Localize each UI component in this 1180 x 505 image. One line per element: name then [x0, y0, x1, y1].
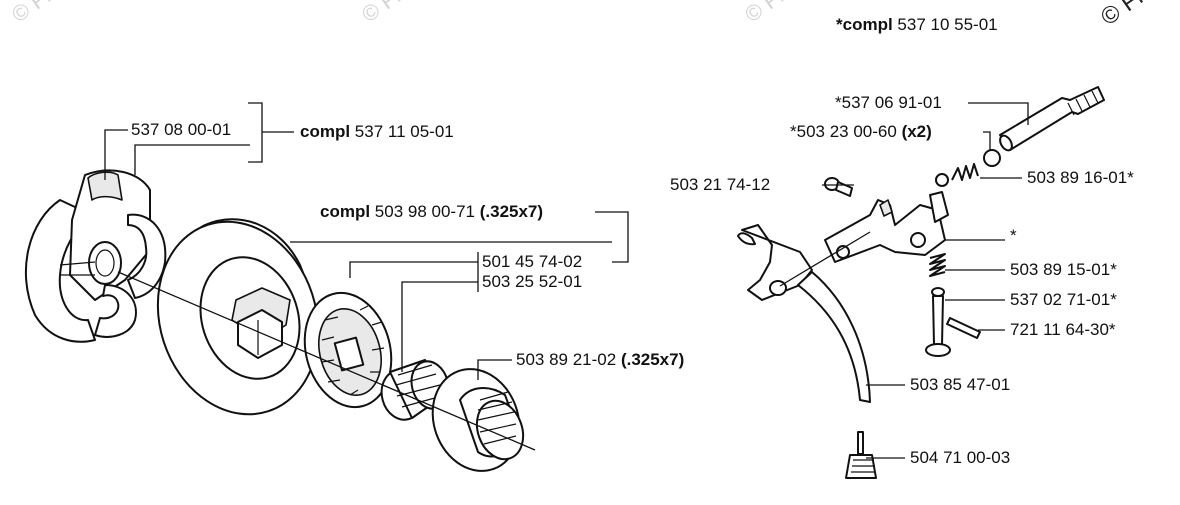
leader-lines-left	[104, 102, 629, 380]
label-501-45-74-02: 501 45 74-02	[482, 252, 583, 271]
label-504-71-00-03: 504 71 00-03	[910, 448, 1011, 467]
label-compl-537-10-55-01: *compl 537 10 55-01	[836, 15, 998, 34]
assembly-axis	[779, 231, 871, 287]
pin-shaft	[925, 287, 981, 357]
label-compl-537-11-05-01: compl 537 11 05-01	[300, 122, 454, 141]
label-537-08-00-01: 537 08 00-01	[131, 120, 232, 139]
choke-rod	[999, 86, 1105, 152]
label-537-06-91-01: *537 06 91-01	[835, 93, 942, 112]
label-compl-503-98-00-71: compl 503 98 00-71 (.325x7)	[320, 202, 544, 221]
throttle-trigger	[737, 224, 871, 403]
label-721-11-64-30: 721 11 64-30*	[1010, 320, 1116, 339]
label-503-21-74-12: 503 21 74-12	[670, 175, 771, 194]
assembly-axis	[117, 271, 536, 451]
spring	[951, 163, 979, 181]
label-503-89-16-01: 503 89 16-01*	[1027, 168, 1134, 187]
needle-bearing	[380, 359, 450, 421]
lever-bracket	[824, 191, 949, 263]
washer	[935, 173, 949, 187]
label-asterisk: *	[1010, 226, 1017, 245]
screw	[824, 177, 853, 197]
knob	[845, 431, 877, 479]
label-503-25-52-01: 503 25 52-01	[482, 272, 583, 291]
label-537-02-71-01: 537 02 71-01*	[1010, 290, 1117, 309]
spring	[929, 253, 946, 277]
clutch-shoe	[24, 169, 167, 343]
label-503-85-47-01: 503 85 47-01	[910, 375, 1011, 394]
label-503-23-00-60: *503 23 00-60 (x2)	[790, 122, 932, 141]
rim-sprocket	[303, 291, 393, 409]
label-503-89-15-01: 503 89 15-01*	[1010, 260, 1117, 279]
label-503-89-21-02: 503 89 21-02 (.325x7)	[516, 350, 685, 369]
leader-lines-right	[822, 102, 1029, 459]
spur-sprocket	[431, 368, 525, 472]
washer	[983, 149, 1001, 167]
